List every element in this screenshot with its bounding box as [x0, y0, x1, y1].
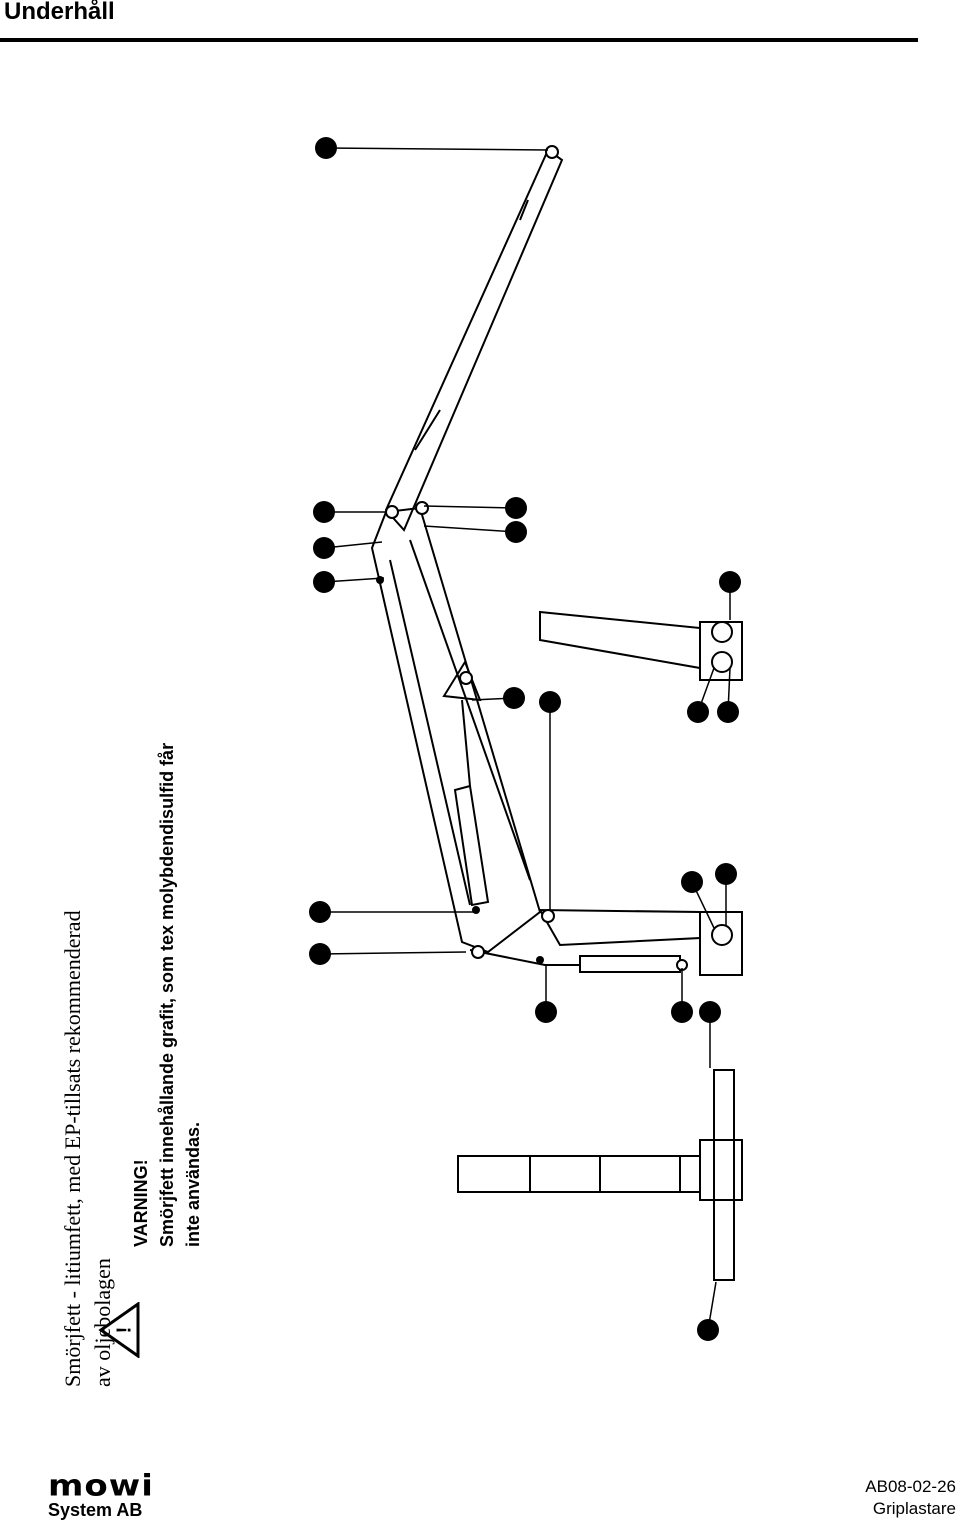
document-info: AB08-02-26 Griplastare — [865, 1476, 956, 1520]
pin-joint — [415, 501, 429, 515]
inner-boom — [370, 506, 542, 954]
lubrication-point — [309, 901, 331, 923]
lubrication-point — [719, 571, 741, 593]
lubrication-point — [717, 701, 739, 723]
logo-subtitle: System AB — [48, 1500, 143, 1520]
pin-joint — [711, 924, 733, 946]
link-plate — [442, 659, 482, 702]
document-name: Griplastare — [872, 1499, 956, 1518]
company-logo: mowi System AB — [48, 1470, 154, 1521]
pin-joint — [459, 671, 473, 685]
lubrication-point — [505, 497, 527, 519]
pin-joint — [541, 909, 555, 923]
column-arm — [538, 908, 701, 947]
lubrication-point — [313, 501, 335, 523]
document-code: AB08-02-26 — [865, 1477, 956, 1496]
page-title: Underhåll — [4, 0, 115, 25]
crane-boom-diagram — [309, 137, 743, 1341]
title-divider — [0, 38, 918, 42]
pin-joint — [471, 945, 485, 959]
lubrication-point — [715, 863, 737, 885]
lubrication-point — [687, 701, 709, 723]
lubrication-point — [681, 871, 703, 893]
logo-word: mowi — [48, 1469, 154, 1503]
lubrication-point — [699, 1001, 721, 1023]
lubrication-point — [671, 1001, 693, 1023]
base-frame — [457, 1155, 701, 1193]
lubrication-point — [505, 521, 527, 543]
upper-bracket — [539, 610, 701, 670]
pin-joint — [545, 145, 559, 159]
warning-triangle-icon: ! — [98, 1302, 140, 1358]
base-plate — [713, 1069, 735, 1281]
pin-joint — [711, 621, 733, 643]
lubrication-point — [313, 537, 335, 559]
lubrication-point — [697, 1319, 719, 1341]
outer-boom — [384, 148, 564, 532]
lubrication-point — [315, 137, 337, 159]
lubrication-point — [535, 1001, 557, 1023]
pin-joint — [385, 505, 399, 519]
lubrication-point — [539, 691, 561, 713]
warning-symbol: ! — [113, 1327, 135, 1334]
boom-cylinder — [453, 784, 490, 907]
lubrication-point — [313, 571, 335, 593]
slew-cylinder — [579, 955, 681, 973]
lubrication-nipple — [536, 956, 544, 964]
lubrication-nipple — [376, 576, 384, 584]
lubrication-point — [309, 943, 331, 965]
lubrication-nipple — [472, 906, 480, 914]
pin-joint — [711, 651, 733, 673]
lubrication-point — [503, 687, 525, 709]
